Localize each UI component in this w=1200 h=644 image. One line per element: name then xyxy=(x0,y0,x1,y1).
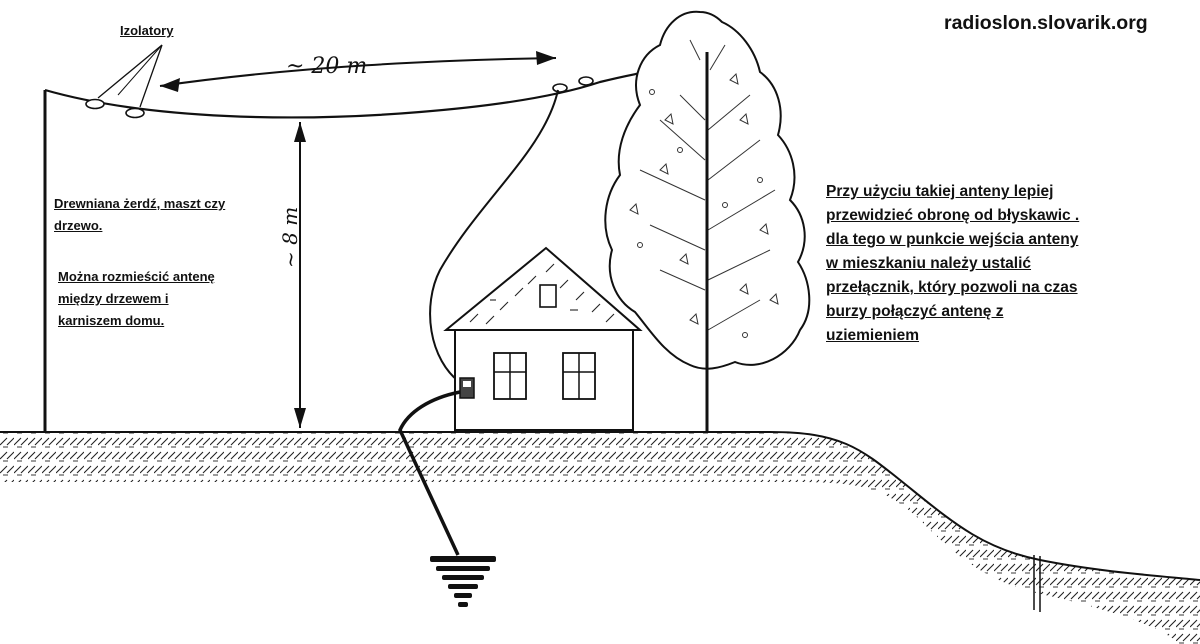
note-line-1: Przy użyciu takiej anteny lepiej xyxy=(826,183,1054,200)
mount-label-line-3: karniszem domu. xyxy=(58,313,165,328)
length-arrow xyxy=(159,57,557,87)
ground-symbol-icon xyxy=(430,556,496,607)
antenna-wire xyxy=(44,60,706,119)
down-lead xyxy=(429,89,559,385)
note-line-3: dla tego w punkcie wejścia anteny xyxy=(826,231,1079,248)
note-line-6: burzy połączyć antenę z xyxy=(826,303,1004,320)
insulator-1 xyxy=(85,98,105,110)
ground-line xyxy=(0,431,1200,581)
site-url: radioslon.slovarik.org xyxy=(944,12,1148,34)
height-label: ~ 8 m xyxy=(278,206,302,268)
note-line-4: w mieszkaniu należy ustalić xyxy=(826,255,1032,272)
mount-label-line-2: między drzewem i xyxy=(58,291,169,306)
length-label: ~ 20 m xyxy=(286,54,368,79)
insulator-2 xyxy=(125,107,145,119)
insulator-3 xyxy=(552,83,568,93)
note-line-5: przełącznik, który pozwoli na czas xyxy=(826,279,1078,296)
insulator-4 xyxy=(578,76,594,86)
pole-label-line-2: drzewo. xyxy=(54,218,103,233)
note-line-2: przewidzieć obronę od błyskawic . xyxy=(826,207,1080,224)
pole-label-line-1: Drewniana żerdź, maszt czy xyxy=(54,196,226,211)
mount-label-line-1: Można rozmieścić antenę xyxy=(58,269,215,284)
note-line-7: uziemieniem xyxy=(826,327,920,344)
house xyxy=(443,246,643,431)
insulators-label: Izolatory xyxy=(120,23,174,38)
ground-lead xyxy=(398,390,461,556)
ground-soil xyxy=(0,432,1200,644)
